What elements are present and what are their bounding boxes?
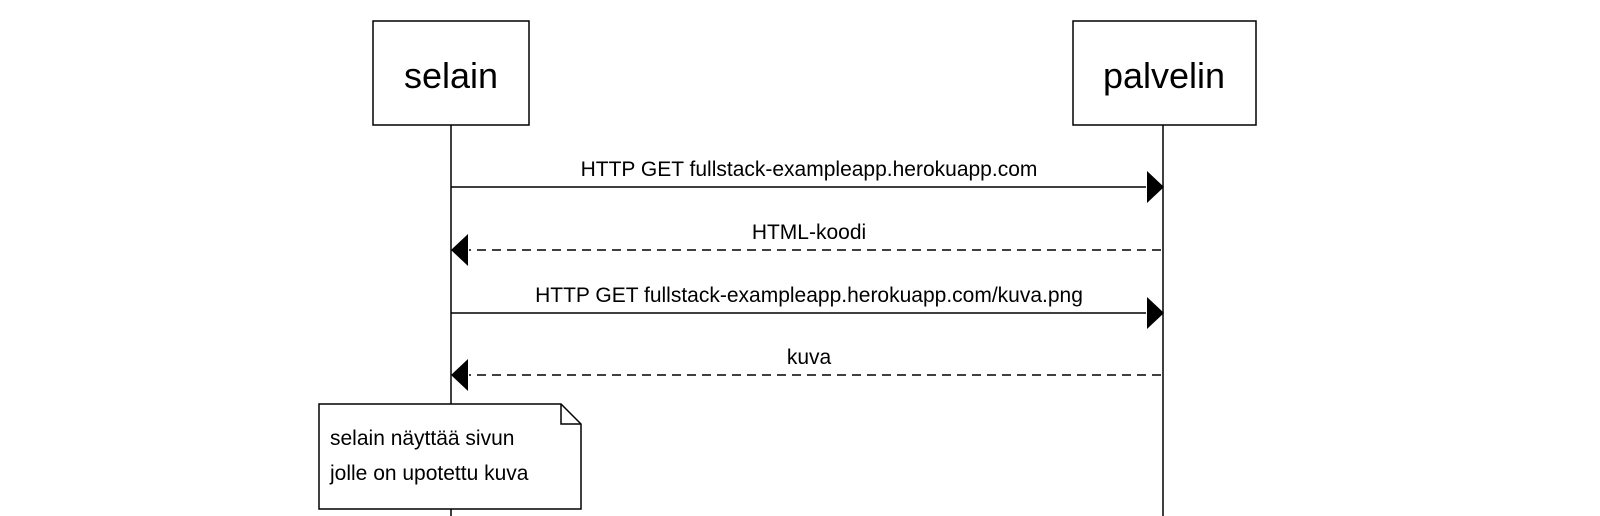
message-http-get-image: HTTP GET fullstack-exampleapp.herokuapp.… <box>451 284 1164 329</box>
note-fold <box>560 404 581 425</box>
arrowhead-left <box>451 359 468 391</box>
message-html-koodi: HTML-koodi <box>451 221 1161 266</box>
participant-box-palvelin <box>1072 20 1257 126</box>
message-label: HTTP GET fullstack-exampleapp.herokuapp.… <box>535 284 1083 307</box>
participant-label-palvelin: palvelin <box>1103 55 1225 96</box>
arrowhead-right <box>1147 297 1164 329</box>
arrowhead-left <box>451 234 468 266</box>
arrowhead-right <box>1147 171 1164 203</box>
participant-label-selain: selain <box>404 55 498 96</box>
message-http-get-page: HTTP GET fullstack-exampleapp.herokuapp.… <box>451 158 1164 203</box>
participant-selain: selain <box>372 20 530 126</box>
message-kuva: kuva <box>451 346 1161 391</box>
note-line-2: jolle on upotettu kuva <box>329 462 529 485</box>
participant-box-selain <box>372 20 530 126</box>
note-box <box>318 403 582 510</box>
participant-palvelin: palvelin <box>1072 20 1257 126</box>
message-label: kuva <box>787 346 832 369</box>
message-label: HTML-koodi <box>752 221 866 244</box>
note-selain: selain näyttää sivun jolle on upotettu k… <box>318 403 582 510</box>
note-line-1: selain näyttää sivun <box>330 427 514 450</box>
message-label: HTTP GET fullstack-exampleapp.herokuapp.… <box>581 158 1038 181</box>
